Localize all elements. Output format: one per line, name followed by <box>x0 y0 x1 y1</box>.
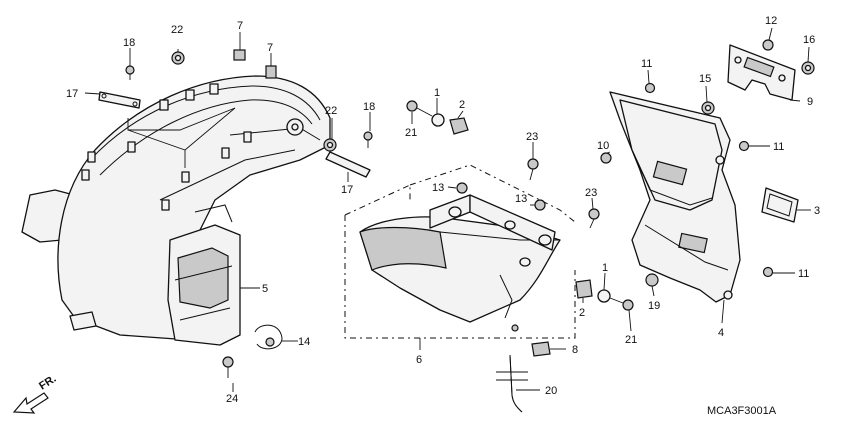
callout-8: 8 <box>572 344 578 356</box>
callout-17-mid: 17 <box>341 184 353 196</box>
callout-10: 10 <box>597 140 609 152</box>
callout-12: 12 <box>765 15 777 27</box>
front-label: FR. <box>37 373 58 393</box>
front-arrow-icon <box>12 392 49 414</box>
callout-11-b: 11 <box>773 141 784 153</box>
grommet-12 <box>762 39 774 51</box>
bolt-23-b <box>588 208 600 229</box>
reflector-3 <box>761 187 799 223</box>
callout-3: 3 <box>814 205 820 217</box>
hardware-top <box>406 100 469 135</box>
fender-leader-lines <box>127 107 236 168</box>
callout-20: 20 <box>545 385 557 397</box>
callout-15: 15 <box>699 73 711 85</box>
callout-22-left: 22 <box>171 24 183 36</box>
callout-23-a: 23 <box>526 131 538 143</box>
screw-11-a <box>644 82 656 94</box>
front-direction-indicator: FR. <box>12 373 59 414</box>
callout-2-top: 2 <box>459 99 465 111</box>
hardware-bottom <box>575 279 634 311</box>
callout-2-bottom: 2 <box>579 307 585 319</box>
callout-13-a: 13 <box>432 182 444 194</box>
clamp-14 <box>254 324 283 350</box>
grommet-13-a <box>456 182 468 194</box>
callout-11-c: 11 <box>798 268 809 280</box>
clip-7-a <box>233 49 246 61</box>
harness-20 <box>496 354 528 413</box>
callout-5: 5 <box>262 283 268 295</box>
nut-22-mid <box>323 138 337 152</box>
callout-1-bottom: 1 <box>602 262 608 274</box>
callout-21-top: 21 <box>405 127 417 139</box>
callout-labels: 17 18 22 7 7 5 14 24 22 18 17 21 1 2 13 … <box>66 15 820 405</box>
screw-11-b <box>738 140 750 152</box>
callout-18-mid: 18 <box>363 101 375 113</box>
callout-22-mid: 22 <box>325 105 337 117</box>
screw-18-left <box>125 65 135 80</box>
nut-22-left <box>171 49 185 65</box>
callout-7-b: 7 <box>267 42 273 54</box>
callout-1-top: 1 <box>434 87 440 99</box>
plate-bracket-4 <box>609 91 741 303</box>
nut-19 <box>645 273 659 287</box>
diagram-code: MCA3F3001A <box>707 405 777 417</box>
clip-7-b <box>265 65 277 79</box>
callout-11-a: 11 <box>641 58 652 70</box>
inner-fender-assembly <box>21 75 331 346</box>
strap-17-mid <box>325 151 371 178</box>
callout-18-left: 18 <box>123 37 135 49</box>
callout-21-bottom: 21 <box>625 334 637 346</box>
clip-8 <box>531 341 551 357</box>
callout-leaders <box>84 27 811 392</box>
callout-13-b: 13 <box>515 193 527 205</box>
bolt-24 <box>222 356 234 378</box>
callout-9: 9 <box>807 96 813 108</box>
nut-15 <box>701 101 715 115</box>
bolt-10 <box>600 152 612 164</box>
grommet-13-b <box>534 199 546 211</box>
callout-4: 4 <box>718 327 724 339</box>
callout-6: 6 <box>416 354 422 366</box>
callout-24: 24 <box>226 393 238 405</box>
callout-16: 16 <box>803 34 815 46</box>
callout-19: 19 <box>648 300 660 312</box>
bracket-assembly-6 <box>344 164 576 339</box>
callout-17-left: 17 <box>66 88 78 100</box>
nut-16 <box>801 61 815 75</box>
screw-18-mid <box>363 131 373 148</box>
screw-11-c <box>762 266 774 278</box>
plate-9 <box>727 44 796 101</box>
callout-14: 14 <box>298 336 310 348</box>
bolt-23-a <box>527 158 539 181</box>
callout-7-a: 7 <box>237 20 243 32</box>
strap-17-left <box>98 91 141 109</box>
callout-23-b: 23 <box>585 187 597 199</box>
